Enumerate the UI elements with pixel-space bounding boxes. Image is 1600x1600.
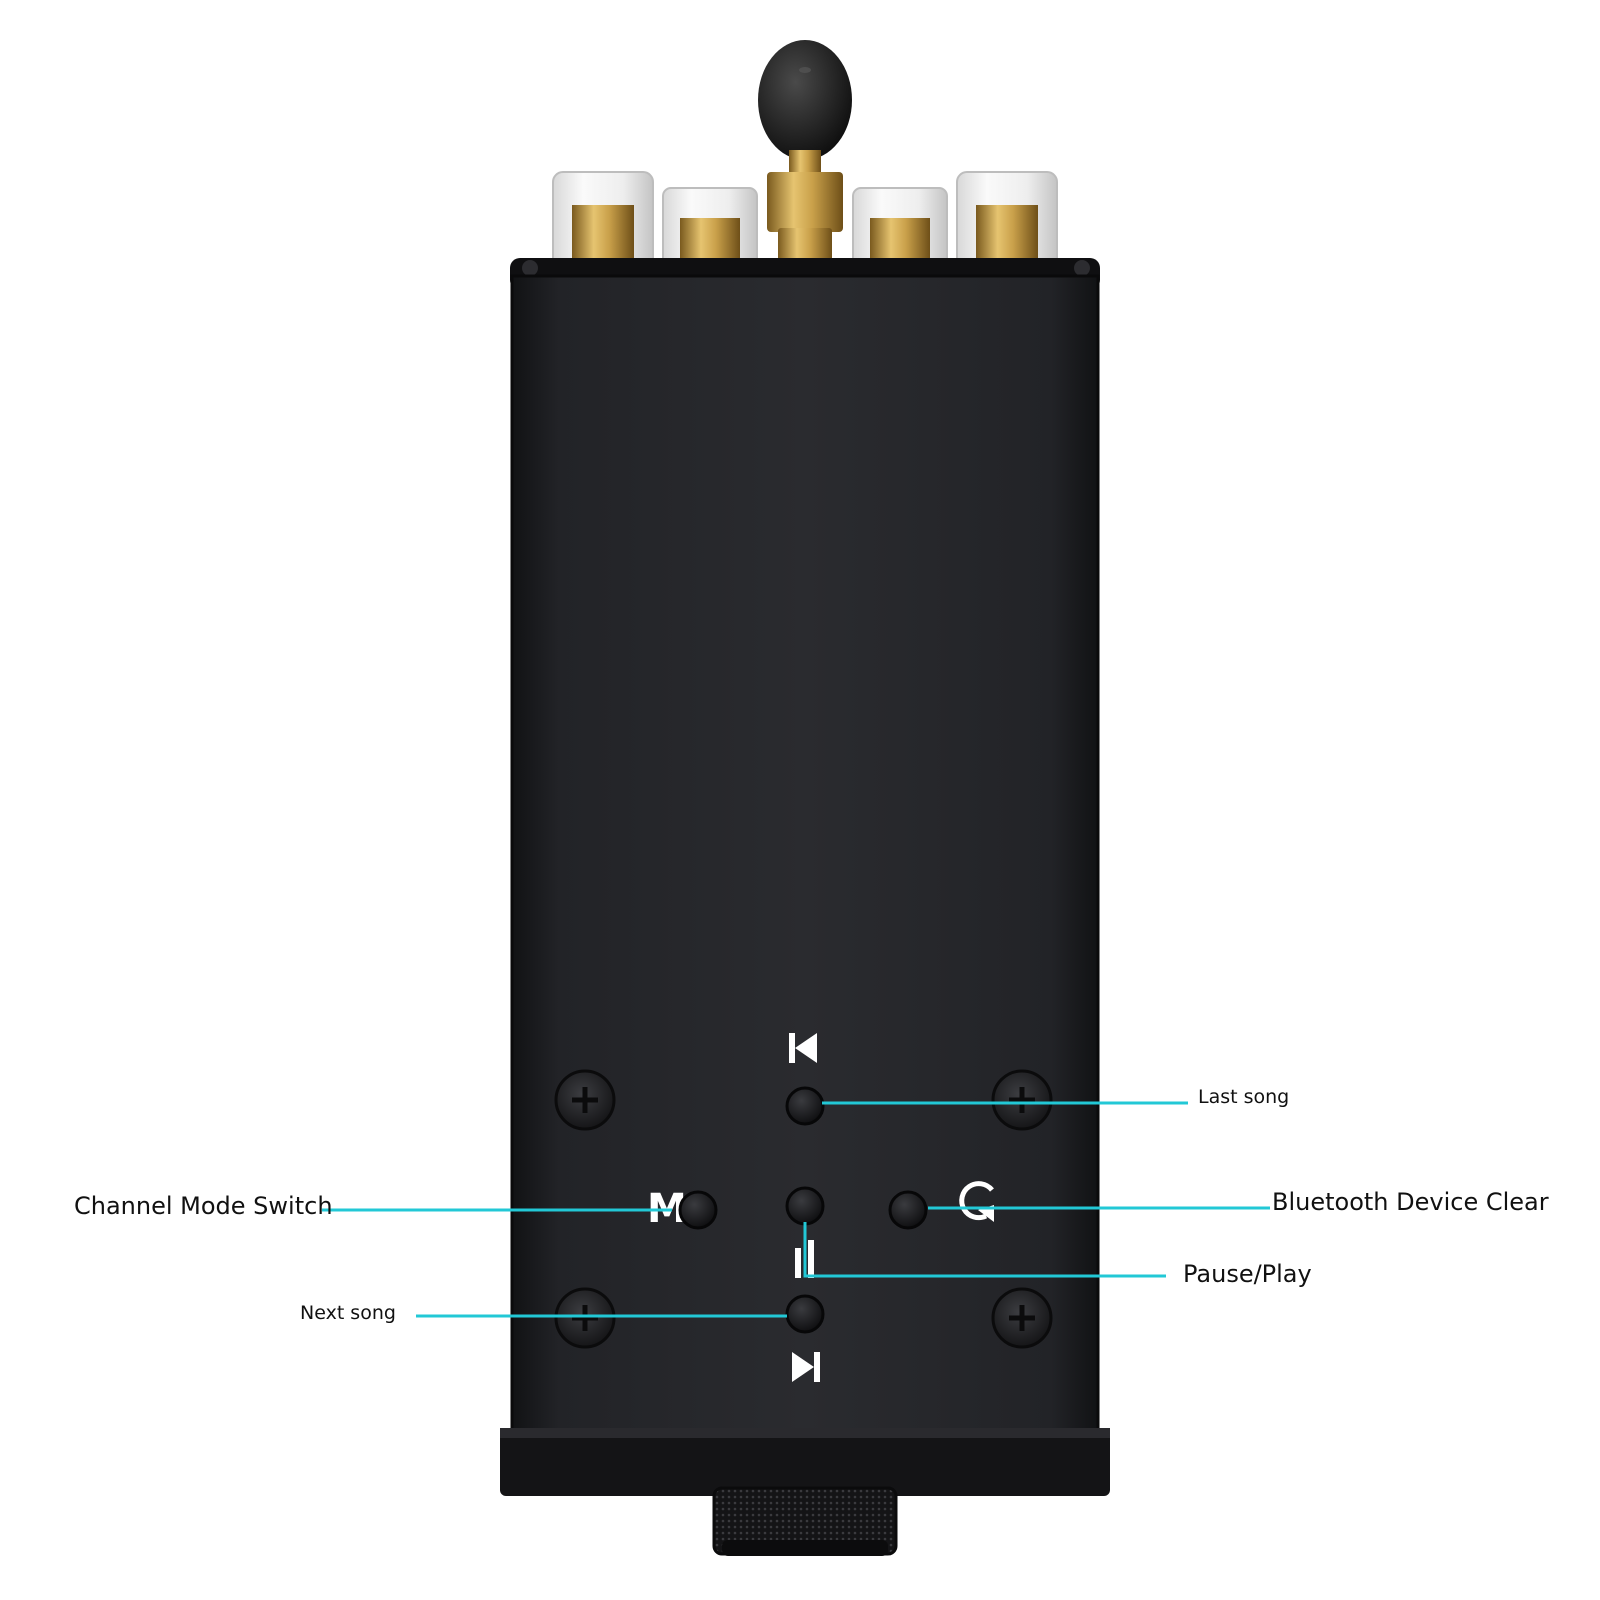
skip-previous-icon [789, 1033, 817, 1063]
pause-play-icon [795, 1240, 814, 1278]
screw-top-right [991, 1069, 1053, 1131]
label-bluetooth-device-clear: Bluetooth Device Clear [1272, 1188, 1549, 1216]
connector-left-inner [662, 187, 758, 271]
channel-mode-button[interactable] [678, 1190, 718, 1230]
label-last-song: Last song [1198, 1086, 1290, 1108]
screw-top-left [554, 1069, 616, 1131]
volume-knob[interactable] [712, 1486, 898, 1556]
skip-next-icon [792, 1352, 820, 1382]
screw-bottom-left [554, 1287, 616, 1349]
bottom-end-cap [500, 1428, 1110, 1496]
antenna-nut [767, 172, 843, 232]
antenna-neck [789, 150, 821, 174]
pause-play-button[interactable] [785, 1186, 825, 1226]
antenna-cap [758, 40, 852, 160]
callout-pause-play [803, 1222, 1166, 1278]
label-pause-play: Pause/Play [1183, 1260, 1312, 1288]
label-next-song: Next song [300, 1302, 396, 1324]
bluetooth-clear-button[interactable] [888, 1190, 928, 1230]
connector-right-outer [956, 171, 1058, 269]
screw-bottom-right [991, 1287, 1053, 1349]
connector-left-outer [552, 171, 654, 269]
connector-right-inner [852, 187, 948, 271]
callout-lines [322, 1101, 1270, 1318]
last-song-button[interactable] [785, 1086, 825, 1126]
label-channel-mode-switch: Channel Mode Switch [74, 1192, 333, 1220]
antenna [758, 40, 852, 270]
next-song-button[interactable] [785, 1294, 825, 1334]
